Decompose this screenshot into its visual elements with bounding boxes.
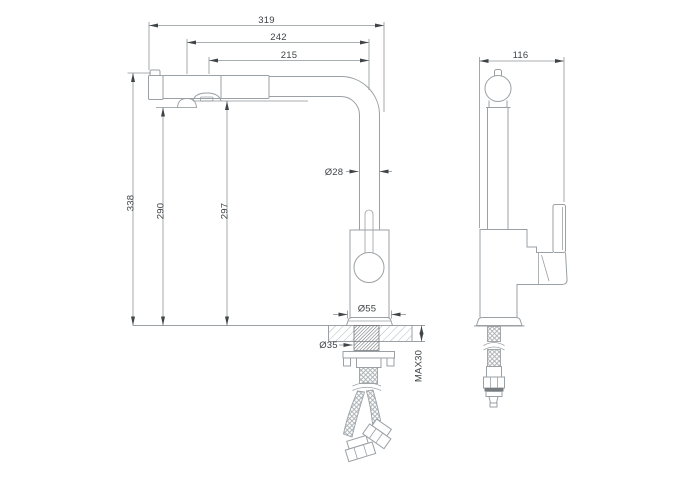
- dimension-215: 215: [208, 50, 369, 74]
- hose-break-arc-1: [352, 382, 382, 387]
- faucet-body-front: [345, 209, 394, 326]
- base-flange-front: [345, 317, 394, 326]
- dim-label-d55: Ø55: [358, 304, 377, 315]
- tube-outer-bend: [340, 76, 380, 116]
- mounting-shank: [353, 325, 380, 351]
- dimension-297: 297: [193, 100, 308, 326]
- dimension-116: 116: [479, 50, 565, 228]
- dim-label-242: 242: [270, 32, 286, 43]
- supply-hose-side: [483, 326, 505, 408]
- hose-nut-right: [362, 418, 393, 450]
- dim-label-116: 116: [513, 50, 529, 61]
- hose-braid-upper: [487, 326, 501, 342]
- supply-hose-right: [365, 389, 382, 425]
- counter-hatch-left: [328, 326, 354, 342]
- hose-nut-left: [344, 434, 377, 463]
- hose-break-arc-1: [483, 342, 505, 346]
- handle-lever: [552, 204, 566, 253]
- hose-stub: [359, 367, 378, 384]
- body-side-outline: [479, 229, 568, 318]
- dim-label-d35: Ø35: [319, 340, 338, 351]
- spout-head: [148, 69, 270, 108]
- dimension-d55: Ø55: [333, 304, 406, 319]
- dim-label-max30: MAX30: [414, 350, 425, 382]
- inner-cartridge-stem: [364, 209, 374, 253]
- inner-cartridge-ball: [353, 252, 385, 283]
- mounting-bracket-bar: [342, 351, 395, 359]
- aerator-dome: [192, 92, 222, 102]
- spout-tube: [269, 76, 380, 230]
- faucet-body-side: [474, 204, 568, 327]
- collar: [485, 391, 503, 397]
- nut-facet: [363, 444, 368, 457]
- spout-body: [162, 75, 270, 99]
- side-view: 116: [474, 50, 568, 408]
- dim-label-297: 297: [220, 203, 231, 219]
- tube-inner-bend: [340, 96, 360, 116]
- nut-facet: [368, 428, 377, 439]
- mounting-hardware: [342, 351, 395, 463]
- head-left-block: [148, 75, 164, 100]
- washer-band: [484, 388, 504, 392]
- countertop-section: [133, 325, 425, 351]
- supply-hose-left: [342, 390, 366, 438]
- filter-outlet-dome: [177, 97, 197, 108]
- dimension-290: 290: [156, 107, 197, 326]
- mounting-nut: [356, 357, 382, 368]
- hex-nut-right: [362, 423, 392, 450]
- hose-break-arc-2: [483, 346, 505, 351]
- dim-label-338: 338: [126, 195, 137, 211]
- dimension-max30: MAX30: [414, 325, 425, 382]
- dimension-d35: Ø35: [319, 340, 353, 351]
- thread-end: [489, 402, 498, 408]
- hose-braid-lower: [487, 349, 501, 367]
- cartridge-housing-diagonal: [541, 254, 550, 282]
- nut-facet: [353, 447, 358, 460]
- bracket-tab-left: [343, 357, 351, 367]
- thread-tip: [488, 396, 499, 404]
- dimension-d28: Ø28: [325, 167, 392, 178]
- hex-nut-left: [344, 441, 377, 463]
- dim-label-215: 215: [281, 50, 297, 61]
- bracket-tab-right: [386, 357, 395, 367]
- front-view: 319 242 215 338 290 297: [126, 15, 425, 463]
- counter-hatch-right: [379, 326, 412, 342]
- nut-facet: [375, 432, 384, 444]
- hex-nut: [483, 376, 505, 389]
- hose-fitting: [486, 366, 502, 378]
- dimension-319: 319: [148, 15, 385, 112]
- dim-label-290: 290: [156, 203, 167, 219]
- spout-head-side: [484, 69, 512, 230]
- dim-label-d28: Ø28: [325, 167, 344, 178]
- hose-break-arc-2: [352, 386, 382, 391]
- base-flange-side: [475, 317, 523, 326]
- dimension-338: 338: [126, 72, 151, 326]
- dimension-242: 242: [186, 32, 370, 90]
- dim-label-319: 319: [258, 15, 274, 26]
- spout-head-circle: [484, 75, 512, 102]
- head-cap: [149, 69, 161, 76]
